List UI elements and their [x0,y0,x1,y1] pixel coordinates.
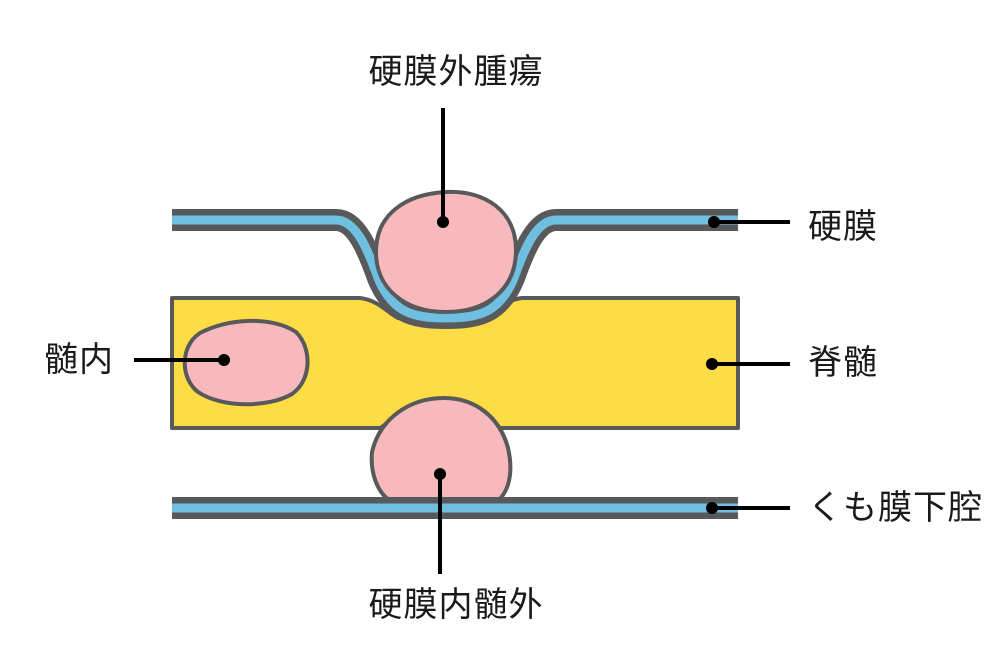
pointer-extradural [437,108,449,228]
label-extradural-tumor: 硬膜外腫瘍 [368,52,544,92]
pointer-dura [708,216,790,228]
pointer-intramedullary [134,354,230,366]
pointer-intradural-extramedullary [434,468,446,574]
intramedullary-tumor [182,318,310,407]
pointer-spinal-cord [706,358,790,370]
label-intradural-extramedullary: 硬膜内髄外 [368,585,544,625]
dura-inner [172,215,738,323]
pointer-subarachnoid [706,502,790,514]
label-subarachnoid-space: くも膜下腔 [808,488,983,528]
extradural-tumor [373,189,519,315]
label-intramedullary: 髄内 [44,340,114,380]
label-dura: 硬膜 [808,207,878,247]
lower-membrane-inner [172,503,738,513]
label-spinal-cord: 脊髄 [808,343,878,383]
